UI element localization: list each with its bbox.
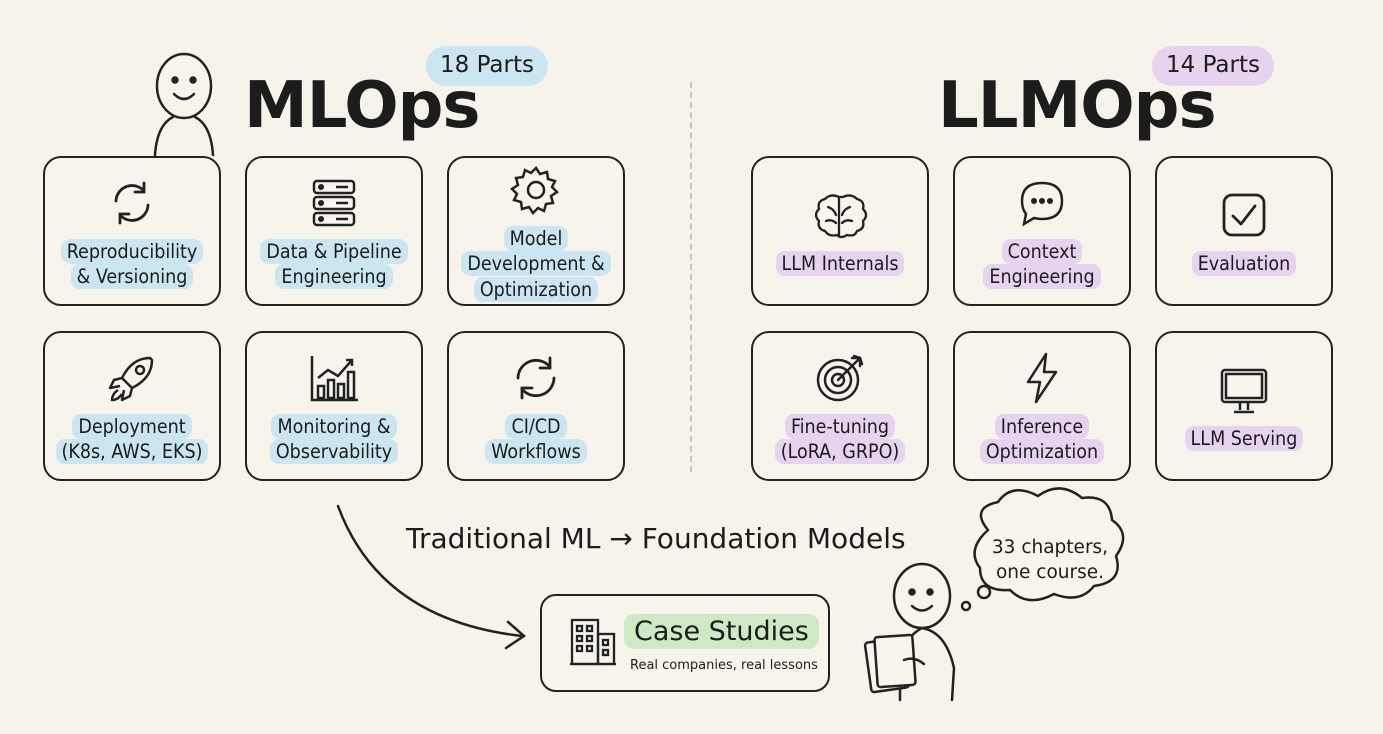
- arrow-to-case-studies: [336, 504, 527, 650]
- case-studies-subtitle: Real companies, real lessons: [630, 658, 818, 673]
- monitor-icon: [1214, 360, 1274, 420]
- card-label: Inference Optimization: [979, 413, 1105, 465]
- case-studies-title: Case Studies: [624, 614, 819, 649]
- llmops-card-evaluation[interactable]: Evaluation: [1155, 156, 1333, 306]
- card-label: CI/CD Workflows: [485, 413, 587, 465]
- mlops-card-monitoring[interactable]: Monitoring & Observability: [245, 331, 423, 481]
- card-label: Model Development & Optimization: [461, 225, 611, 302]
- chat-bubble-icon: [1012, 173, 1072, 233]
- llmops-card-llm-internals[interactable]: LLM Internals: [751, 156, 929, 306]
- rocket-icon: [102, 348, 162, 408]
- transition-subtitle: Traditional ML → Foundation Models: [406, 522, 906, 555]
- person-reading-icon: [863, 562, 956, 702]
- thought-bubble: [960, 487, 1125, 612]
- case-studies-card[interactable]: Case Studies Real companies, real lesson…: [540, 594, 830, 692]
- refresh-icon: [102, 173, 162, 233]
- checkbox-icon: [1214, 185, 1274, 245]
- llmops-card-inference[interactable]: Inference Optimization: [953, 331, 1131, 481]
- brain-icon: [810, 185, 870, 245]
- cycle-arrows-icon: [506, 348, 566, 408]
- bar-chart-icon: [304, 348, 364, 408]
- person-left-icon: [153, 52, 215, 157]
- llmops-card-context-engineering[interactable]: Context Engineering: [953, 156, 1131, 306]
- target-icon: [810, 348, 870, 408]
- section-divider: [690, 82, 692, 472]
- mlops-card-deployment[interactable]: Deployment (K8s, AWS, EKS): [43, 331, 221, 481]
- card-label: Deployment (K8s, AWS, EKS): [55, 413, 209, 465]
- mlops-card-model-development[interactable]: Model Development & Optimization: [447, 156, 625, 306]
- server-stack-icon: [304, 173, 364, 233]
- lightning-icon: [1012, 348, 1072, 408]
- card-label: Monitoring & Observability: [269, 413, 399, 465]
- llmops-card-fine-tuning[interactable]: Fine-tuning (LoRA, GRPO): [751, 331, 929, 481]
- card-label: Fine-tuning (LoRA, GRPO): [774, 413, 906, 465]
- mlops-parts-badge: 18 Parts: [426, 46, 548, 86]
- gear-icon: [506, 160, 566, 220]
- mlops-card-data-pipeline[interactable]: Data & Pipeline Engineering: [245, 156, 423, 306]
- building-icon: [568, 614, 618, 668]
- card-label: LLM Internals: [775, 251, 905, 277]
- card-label: Data & Pipeline Engineering: [260, 238, 408, 290]
- card-label: Evaluation: [1191, 251, 1297, 277]
- mlops-card-reproducibility[interactable]: Reproducibility & Versioning: [43, 156, 221, 306]
- llmops-card-llm-serving[interactable]: LLM Serving: [1155, 331, 1333, 481]
- card-label: Context Engineering: [983, 238, 1101, 290]
- card-label: LLM Serving: [1184, 426, 1304, 452]
- mlops-card-cicd[interactable]: CI/CD Workflows: [447, 331, 625, 481]
- thought-bubble-text: 33 chapters, one course.: [991, 537, 1109, 583]
- card-label: Reproducibility & Versioning: [60, 238, 204, 290]
- llmops-parts-badge: 14 Parts: [1152, 46, 1274, 86]
